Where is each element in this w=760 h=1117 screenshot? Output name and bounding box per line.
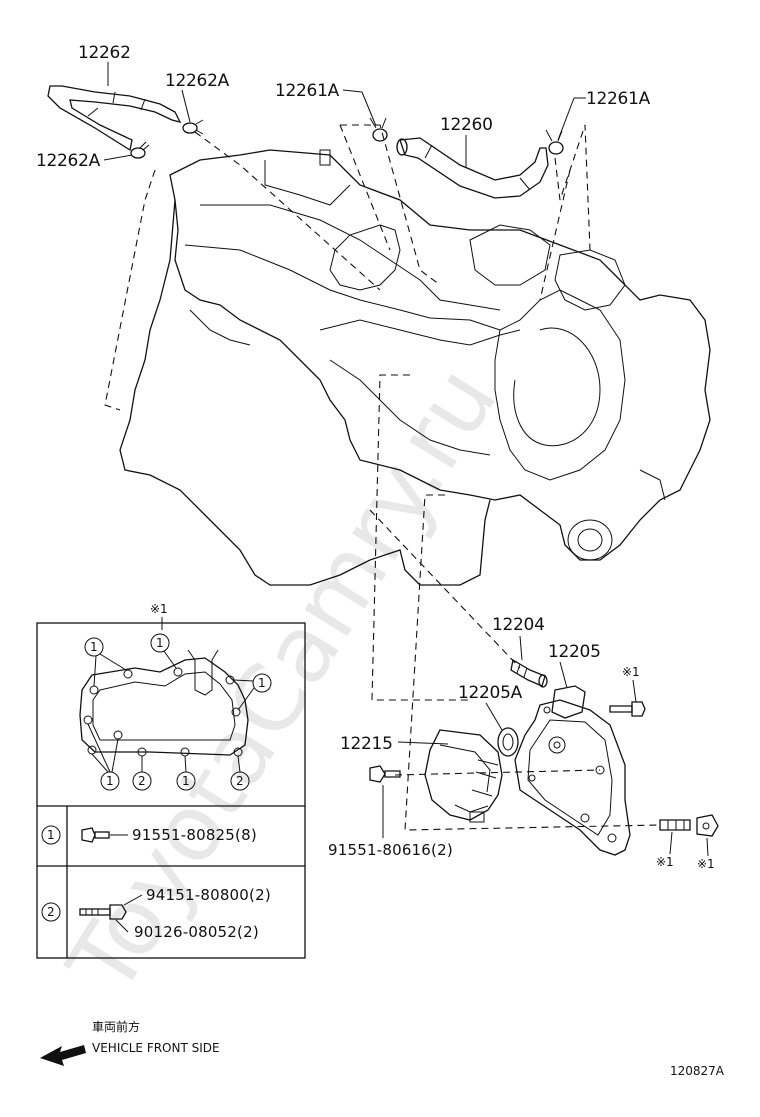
grommet-12205A — [497, 727, 519, 757]
callout-2: 2 — [236, 774, 244, 788]
label-12215: 12215 — [340, 734, 393, 754]
label-12260: 12260 — [440, 115, 493, 135]
callout-1: 1 — [258, 676, 266, 690]
marker-bolt-ref: ※1 — [622, 665, 640, 679]
clamp-12262A-top — [182, 119, 204, 135]
clamp-12262A-left — [130, 141, 150, 159]
legend-num: 2 — [47, 905, 55, 919]
nut-ref-1 — [696, 814, 719, 837]
callout-2: 2 — [138, 774, 146, 788]
bolt-91551-80616 — [369, 765, 401, 783]
watermark: ToyotaCamry.ru — [47, 349, 517, 1013]
direction-jp: 車両前方 — [92, 1019, 140, 1034]
stud-ref-1 — [659, 819, 691, 831]
callout-1: 1 — [182, 774, 190, 788]
inset-ref-label: ※1 — [150, 602, 168, 616]
legend-part-90126-08052: 90126-08052(2) — [134, 923, 259, 941]
legend-part-91551-80825: 91551-80825(8) — [132, 826, 257, 844]
inset-legend-row-2: 2 94151-80800(2) 90126-08052(2) — [41, 886, 271, 941]
label-12204: 12204 — [492, 615, 545, 635]
callout-1: 1 — [90, 640, 98, 654]
vehicle-front-arrow-icon — [40, 1045, 86, 1066]
label-12262A-left: 12262A — [36, 151, 101, 171]
clamp-12261A-left — [369, 117, 388, 142]
hose-12262 — [47, 85, 182, 152]
figure-id: 120827A — [670, 1064, 725, 1078]
callout-1: 1 — [106, 774, 114, 788]
label-12262A-top: 12262A — [165, 71, 230, 91]
inset-legend-row-1: 1 91551-80825(8) — [41, 825, 257, 845]
dashed-leaders-top — [104, 124, 591, 411]
engine-outline — [119, 149, 711, 586]
pcv-valve-12204 — [510, 658, 548, 688]
legend-num: 1 — [47, 828, 55, 842]
label-12262: 12262 — [78, 43, 131, 63]
oil-separator-12215 — [424, 729, 503, 823]
label-12205A: 12205A — [458, 683, 523, 703]
label-91551-80616: 91551-80616(2) — [328, 841, 453, 859]
hose-12260 — [396, 137, 549, 199]
inset-callouts: 1 1 1 1 2 1 2 — [84, 633, 272, 791]
label-12261A-right: 12261A — [586, 89, 651, 109]
oil-separator-cover — [514, 685, 631, 856]
direction-en: VEHICLE FRONT SIDE — [92, 1041, 220, 1055]
bolt-ref-1 — [609, 701, 646, 717]
inset-panel — [36, 622, 306, 959]
marker-stud-ref: ※1 — [656, 855, 674, 869]
callout-1: 1 — [156, 636, 164, 650]
marker-nut-ref: ※1 — [697, 857, 715, 871]
legend-part-94151-80800: 94151-80800(2) — [146, 886, 271, 904]
label-12205: 12205 — [548, 642, 601, 662]
label-12261A-left: 12261A — [275, 81, 340, 101]
dashed-leaders-bottom — [369, 374, 661, 831]
